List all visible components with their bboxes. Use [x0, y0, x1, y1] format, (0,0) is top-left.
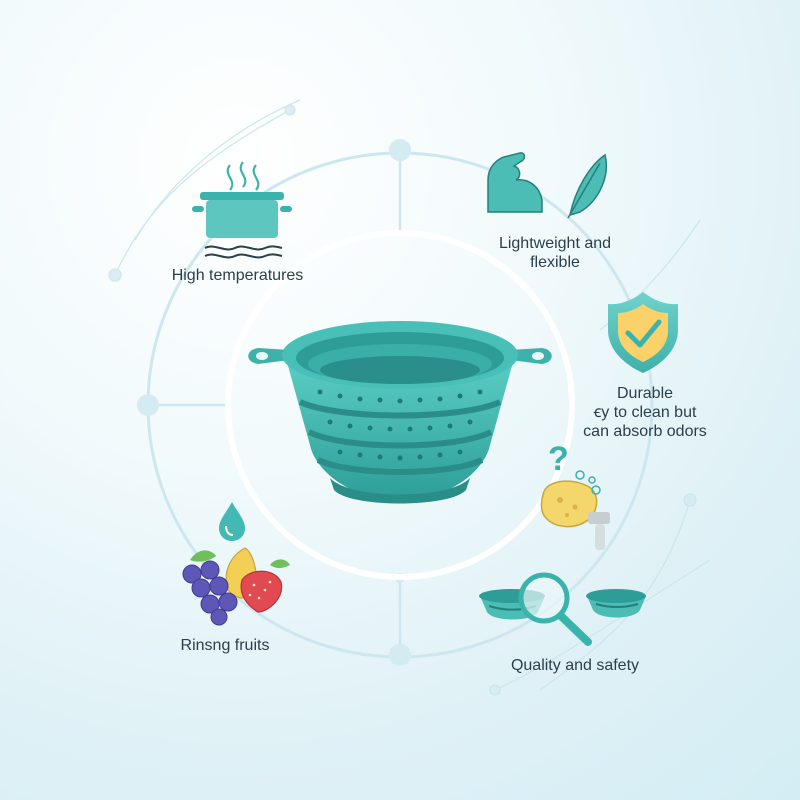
colander-icon	[248, 321, 552, 504]
pot-icon	[192, 161, 292, 259]
inner-ring	[225, 230, 575, 580]
question-icon: ?	[548, 440, 569, 478]
shield-check-icon	[608, 292, 678, 373]
rinsing-text: Rinsng fruits	[180, 637, 270, 654]
lightweight-line1: Lightweight and	[498, 235, 612, 252]
label-high-temperatures: High temperatures	[150, 266, 325, 285]
label-quality: Quality and safety	[490, 656, 660, 675]
lightweight-line2: flexible	[530, 254, 580, 271]
feather-icon	[567, 153, 607, 219]
label-durable: Durable ꞓy to clean but can absorb odors	[565, 384, 725, 441]
durable-line2: ꞓy to clean but	[593, 404, 697, 421]
water-drop-icon	[219, 502, 245, 541]
label-rinsing: Rinsng fruits	[150, 636, 300, 655]
quality-text: Quality and safety	[510, 657, 640, 674]
arm-icon	[487, 152, 543, 213]
label-lightweight: Lightweight and flexible	[470, 234, 640, 272]
question-mark-text: ?	[548, 440, 569, 478]
sponge-icon	[540, 470, 610, 550]
high-temperatures-text: High temperatures	[171, 267, 304, 284]
magnifier-icon	[518, 572, 592, 646]
fruits-icon	[182, 547, 290, 626]
durable-line3: can absorb odors	[583, 423, 707, 440]
durable-line1: Durable	[616, 385, 674, 402]
outer-ring	[137, 139, 654, 666]
